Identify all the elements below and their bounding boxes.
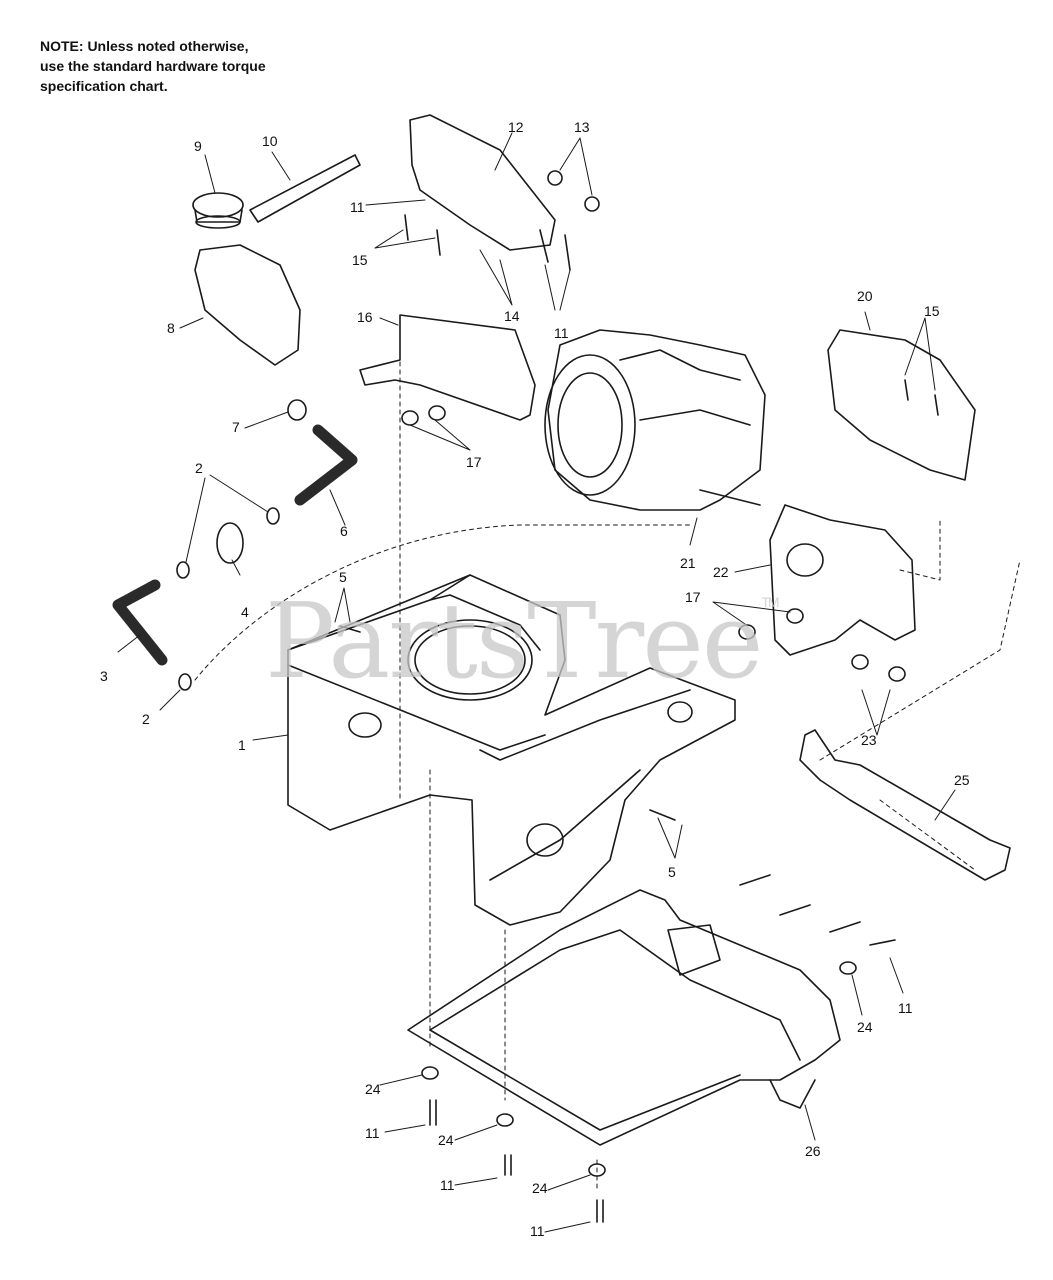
torque-note: NOTE: Unless noted otherwise, use the st…	[40, 36, 340, 96]
callout-15: 15	[924, 303, 940, 319]
part-hose-lower	[112, 579, 168, 666]
callout-11: 11	[365, 1125, 380, 1141]
callout-3: 3	[100, 668, 108, 684]
note-line-2: use the standard hardware torque	[40, 58, 266, 74]
watermark-tm: TM	[761, 594, 779, 610]
callout-17: 17	[685, 589, 701, 605]
callout-23: 23	[861, 732, 877, 748]
callout-11: 11	[898, 1000, 913, 1016]
callout-9: 9	[194, 138, 202, 154]
part-frame	[287, 574, 736, 926]
callout-7: 7	[232, 419, 240, 435]
callout-8: 8	[167, 320, 175, 336]
callout-5: 5	[339, 569, 347, 585]
callout-24: 24	[438, 1132, 454, 1148]
part-shield	[827, 329, 976, 481]
callout-26: 26	[805, 1143, 821, 1159]
callout-11: 11	[530, 1223, 545, 1239]
callout-10: 10	[262, 133, 278, 149]
callout-4: 4	[241, 604, 249, 620]
callout-11: 11	[350, 199, 365, 215]
hardware-items	[176, 170, 939, 1223]
leader-lines	[117, 132, 956, 1233]
callout-24: 24	[365, 1081, 381, 1097]
callout-6: 6	[340, 523, 348, 539]
note-line-3: specification chart.	[40, 78, 168, 94]
part-bottom-pan	[407, 889, 841, 1146]
part-cap	[192, 192, 244, 229]
callout-25: 25	[954, 772, 970, 788]
callout-12: 12	[508, 119, 524, 135]
part-mount-bracket	[359, 314, 536, 421]
watermark-text: PartsTree	[265, 580, 763, 702]
callout-21: 21	[680, 555, 696, 571]
callout-11: 11	[440, 1177, 455, 1193]
part-hose-upper	[294, 424, 358, 506]
part-fuel-tank	[194, 244, 301, 366]
callout-5: 5	[668, 864, 676, 880]
part-engine-mount	[769, 504, 916, 656]
part-upper-bracket	[409, 114, 556, 251]
callout-labels: 9 10 12 13 11 15 14 11 8 16 20 15 7 17 2…	[100, 119, 970, 1239]
part-bracket-plate	[799, 729, 1011, 881]
callout-13: 13	[574, 119, 590, 135]
callout-16: 16	[357, 309, 373, 325]
part-engine	[544, 329, 766, 511]
callout-14: 14	[504, 308, 520, 324]
callout-2: 2	[142, 711, 150, 727]
callout-11: 11	[554, 325, 569, 341]
callout-15: 15	[352, 252, 368, 268]
callout-24: 24	[532, 1180, 548, 1196]
callout-1: 1	[238, 737, 246, 753]
assembly-guide-lines	[194, 329, 1021, 1191]
partstree-watermark: PartsTreeTM	[265, 580, 780, 702]
callout-22: 22	[713, 564, 729, 580]
callout-24: 24	[857, 1019, 873, 1035]
part-strap	[249, 154, 361, 223]
callout-2: 2	[195, 460, 203, 476]
note-line-1: NOTE: Unless noted otherwise,	[40, 38, 249, 54]
callout-17: 17	[466, 454, 482, 470]
callout-20: 20	[857, 288, 873, 304]
